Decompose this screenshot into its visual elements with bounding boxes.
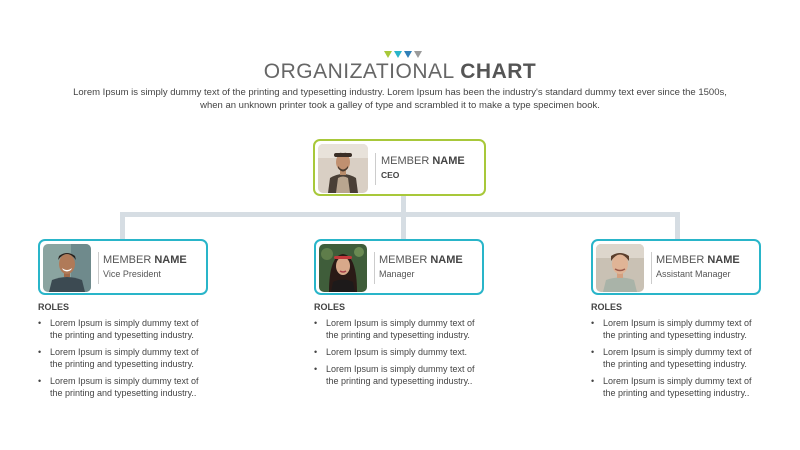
member-name: MEMBER NAME xyxy=(103,254,187,266)
connector-vertical-center xyxy=(401,212,406,240)
role-line: the printing and typesetting industry.. xyxy=(326,376,473,386)
subtitle-line-1: Lorem Ipsum is simply dummy text of the … xyxy=(73,87,727,98)
member-name-light: MEMBER xyxy=(379,254,428,266)
roles-list: Lorem Ipsum is simply dummy text of the p… xyxy=(591,317,766,399)
card-separator xyxy=(651,252,652,284)
member-name-bold: NAME xyxy=(432,155,465,167)
member-title: Vice President xyxy=(103,269,161,279)
member-name-light: MEMBER xyxy=(103,254,152,266)
role-line: the printing and typesetting industry.. xyxy=(50,388,197,398)
card-separator xyxy=(98,252,99,284)
list-item: Lorem Ipsum is simply dummy text of the p… xyxy=(591,317,766,341)
member-card-assistant-manager[interactable]: MEMBER NAME Assistant Manager xyxy=(591,239,761,295)
subtitle-line-2: when an unknown printer took a galley of… xyxy=(200,100,600,111)
card-separator xyxy=(374,252,375,284)
list-item: Lorem Ipsum is simply dummy text. xyxy=(314,346,489,358)
role-line: the printing and typesetting industry. xyxy=(603,330,747,340)
member-name-bold: NAME xyxy=(707,254,740,266)
member-name: MEMBER NAME xyxy=(379,254,463,266)
triangle-icon xyxy=(414,51,422,58)
roles-heading: ROLES xyxy=(314,302,346,312)
member-name-light: MEMBER xyxy=(656,254,705,266)
list-item: Lorem Ipsum is simply dummy text of the p… xyxy=(591,346,766,370)
role-line: Lorem Ipsum is simply dummy text of xyxy=(50,376,199,386)
list-item: Lorem Ipsum is simply dummy text of the p… xyxy=(591,375,766,399)
role-line: Lorem Ipsum is simply dummy text of xyxy=(326,364,475,374)
roles-vice-president: ROLES Lorem Ipsum is simply dummy text o… xyxy=(38,302,213,404)
connector-vertical-right xyxy=(675,212,680,240)
list-item: Lorem Ipsum is simply dummy text of the p… xyxy=(314,317,489,341)
roles-list: Lorem Ipsum is simply dummy text of the p… xyxy=(314,317,489,387)
triangle-icon xyxy=(384,51,392,58)
title-bold: CHART xyxy=(460,60,537,83)
roles-heading: ROLES xyxy=(38,302,70,312)
connector-vertical-ceo xyxy=(401,196,406,215)
roles-manager: ROLES Lorem Ipsum is simply dummy text o… xyxy=(314,302,489,392)
triangle-icon xyxy=(394,51,402,58)
roles-list: Lorem Ipsum is simply dummy text of the p… xyxy=(38,317,213,399)
ceo-card[interactable]: MEMBER NAME CEO xyxy=(313,139,486,196)
role-line: the printing and typesetting industry.. xyxy=(603,388,750,398)
member-title: Assistant Manager xyxy=(656,269,731,279)
man-portrait-icon xyxy=(318,144,368,193)
role-line: Lorem Ipsum is simply dummy text of xyxy=(326,318,475,328)
roles-heading: ROLES xyxy=(591,302,623,312)
role-line: Lorem Ipsum is simply dummy text of xyxy=(50,347,199,357)
role-line: the printing and typesetting industry. xyxy=(326,330,470,340)
connector-horizontal xyxy=(120,212,680,217)
list-item: Lorem Ipsum is simply dummy text of the p… xyxy=(38,317,213,341)
page-subtitle: Lorem Ipsum is simply dummy text of the … xyxy=(60,86,740,112)
role-line: the printing and typesetting industry. xyxy=(50,330,194,340)
member-name-bold: NAME xyxy=(430,254,463,266)
member-card-vice-president[interactable]: MEMBER NAME Vice President xyxy=(38,239,208,295)
page-title: ORGANIZATIONAL CHART xyxy=(0,60,800,84)
member-card-manager[interactable]: MEMBER NAME Manager xyxy=(314,239,484,295)
man-portrait-icon xyxy=(43,244,91,292)
list-item: Lorem Ipsum is simply dummy text of the p… xyxy=(38,375,213,399)
role-line: Lorem Ipsum is simply dummy text of xyxy=(603,318,752,328)
decor-triangles xyxy=(384,51,424,59)
roles-assistant-manager: ROLES Lorem Ipsum is simply dummy text o… xyxy=(591,302,766,404)
card-separator xyxy=(375,153,376,185)
member-name: MEMBER NAME xyxy=(381,155,465,167)
member-name-bold: NAME xyxy=(154,254,187,266)
role-line: the printing and typesetting industry. xyxy=(50,359,194,369)
role-line: Lorem Ipsum is simply dummy text. xyxy=(326,347,468,357)
man-portrait-icon xyxy=(596,244,644,292)
list-item: Lorem Ipsum is simply dummy text of the p… xyxy=(314,363,489,387)
member-title: Manager xyxy=(379,269,415,279)
member-title: CEO xyxy=(381,170,400,180)
role-line: Lorem Ipsum is simply dummy text of xyxy=(603,347,752,357)
list-item: Lorem Ipsum is simply dummy text of the p… xyxy=(38,346,213,370)
member-name: MEMBER NAME xyxy=(656,254,740,266)
triangle-icon xyxy=(404,51,412,58)
role-line: Lorem Ipsum is simply dummy text of xyxy=(50,318,199,328)
role-line: Lorem Ipsum is simply dummy text of xyxy=(603,376,752,386)
connector-vertical-left xyxy=(120,212,125,240)
title-light: ORGANIZATIONAL xyxy=(263,60,454,83)
member-name-light: MEMBER xyxy=(381,155,430,167)
woman-portrait-icon xyxy=(319,244,367,292)
role-line: the printing and typesetting industry. xyxy=(603,359,747,369)
